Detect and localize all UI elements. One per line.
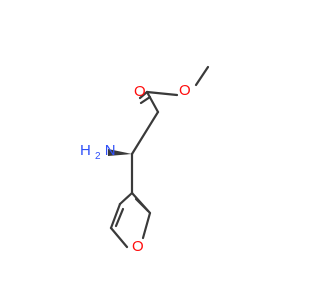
bond-furan-c4-c3 [118,191,134,206]
amine-nitrogen-label: H 2 N [80,142,116,164]
bond-furan-c5-c4 [109,202,122,230]
bond-chiral-to-amine-wedge [108,149,132,156]
bond-carbonyl-double-b [139,95,152,105]
bond-furan-c2-o [141,211,152,240]
bond-furan-inner-double-b [114,207,125,228]
carbonyl-oxygen-label: O [134,83,146,100]
furan-oxygen-label: O [132,238,144,255]
amine-sub-label: 2 [95,151,101,162]
amine-n-label: N [105,142,116,159]
bond-carbonyl-to-ester-o [145,90,179,97]
amine-h-label: H [80,142,91,159]
bond-ch2-to-carbonyl [145,90,160,114]
bond-ester-o-to-methyl [194,65,210,87]
bond-furan-inner-double-a [134,197,150,213]
bond-chiral-to-ch2 [130,110,160,156]
bond-carbonyl-double-a [138,90,149,100]
bond-furan-o-c5 [109,226,129,249]
molecule-structure: O O H 2 N O [80,65,210,255]
ester-oxygen-label: O [179,82,191,99]
